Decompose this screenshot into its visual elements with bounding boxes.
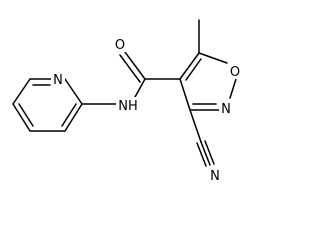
bond-py-c2-c3 [64, 103, 83, 132]
bond-py-c2-c3-inner [61, 103, 77, 127]
atom-label-group: O O N NH N N [51, 36, 242, 184]
bond-nitrile-2 [196, 142, 207, 167]
bond-py-c4-c5 [12, 103, 31, 132]
chemical-structure: O O N NH N N [12, 19, 242, 184]
bond-iso-c4-c5 [179, 52, 200, 80]
atom-label-nitrile-nitrogen: N [210, 169, 220, 184]
bond-iso-c3-c4 [179, 78, 191, 111]
bond-nh-carbonyl [134, 78, 146, 98]
bond-iso-c5-o1 [198, 52, 228, 64]
bond-iso-o1-n2 [229, 78, 237, 99]
bond-nitrile-1 [200, 141, 211, 166]
atom-label-ring-oxygen: O [230, 65, 240, 80]
bond-carbonyl-o-1 [124, 51, 146, 80]
bond-nitrile-3 [204, 140, 215, 165]
atom-label-ring-nitrogen: N [221, 102, 231, 117]
bond-py-c5-c6 [12, 78, 31, 105]
atom-label-amide-nh: NH [118, 99, 138, 114]
bond-py-n1-c2 [64, 78, 83, 105]
atom-label-pyridine-nitrogen: N [53, 73, 63, 88]
bond-c3-cn [189, 109, 202, 143]
bond-iso-c4-c5-inner [185, 58, 202, 81]
atom-label-carbonyl-oxygen: O [115, 38, 125, 53]
bond-py-c4-c5-inner [18, 103, 34, 127]
bond-carbonyl-o-2 [119, 54, 141, 83]
bond-group [12, 19, 237, 167]
